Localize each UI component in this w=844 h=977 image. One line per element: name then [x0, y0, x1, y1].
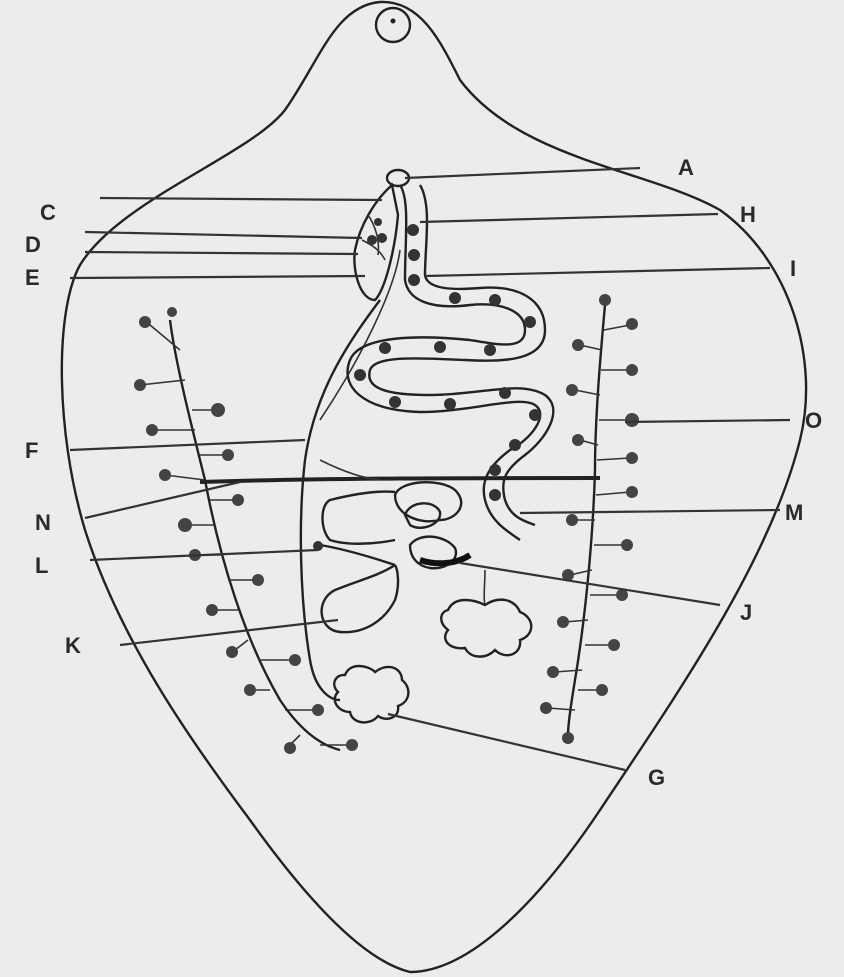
- label-l: L: [35, 553, 48, 578]
- right-vitellaria: [540, 294, 639, 744]
- lobed-gland-right: [441, 600, 531, 657]
- label-e: E: [25, 265, 40, 290]
- label-h: H: [740, 202, 756, 227]
- ootype-complex: [313, 460, 470, 632]
- label-d: D: [25, 232, 41, 257]
- leader-lines: [70, 168, 790, 770]
- label-a: A: [678, 155, 694, 180]
- label-i: I: [790, 256, 796, 281]
- label-k: K: [65, 633, 81, 658]
- gland-duct-right: [484, 570, 485, 605]
- body-outline: [62, 2, 806, 972]
- label-g: G: [648, 765, 665, 790]
- label-m: M: [785, 500, 803, 525]
- lobed-gland-g: [334, 666, 408, 722]
- label-n: N: [35, 510, 51, 535]
- label-c: C: [40, 200, 56, 225]
- label-o: O: [805, 408, 822, 433]
- label-j: J: [740, 600, 752, 625]
- ventral-duct: [301, 300, 380, 700]
- oral-sucker: [376, 8, 410, 42]
- transverse-vitelline-duct: [200, 478, 600, 482]
- label-f: F: [25, 438, 38, 463]
